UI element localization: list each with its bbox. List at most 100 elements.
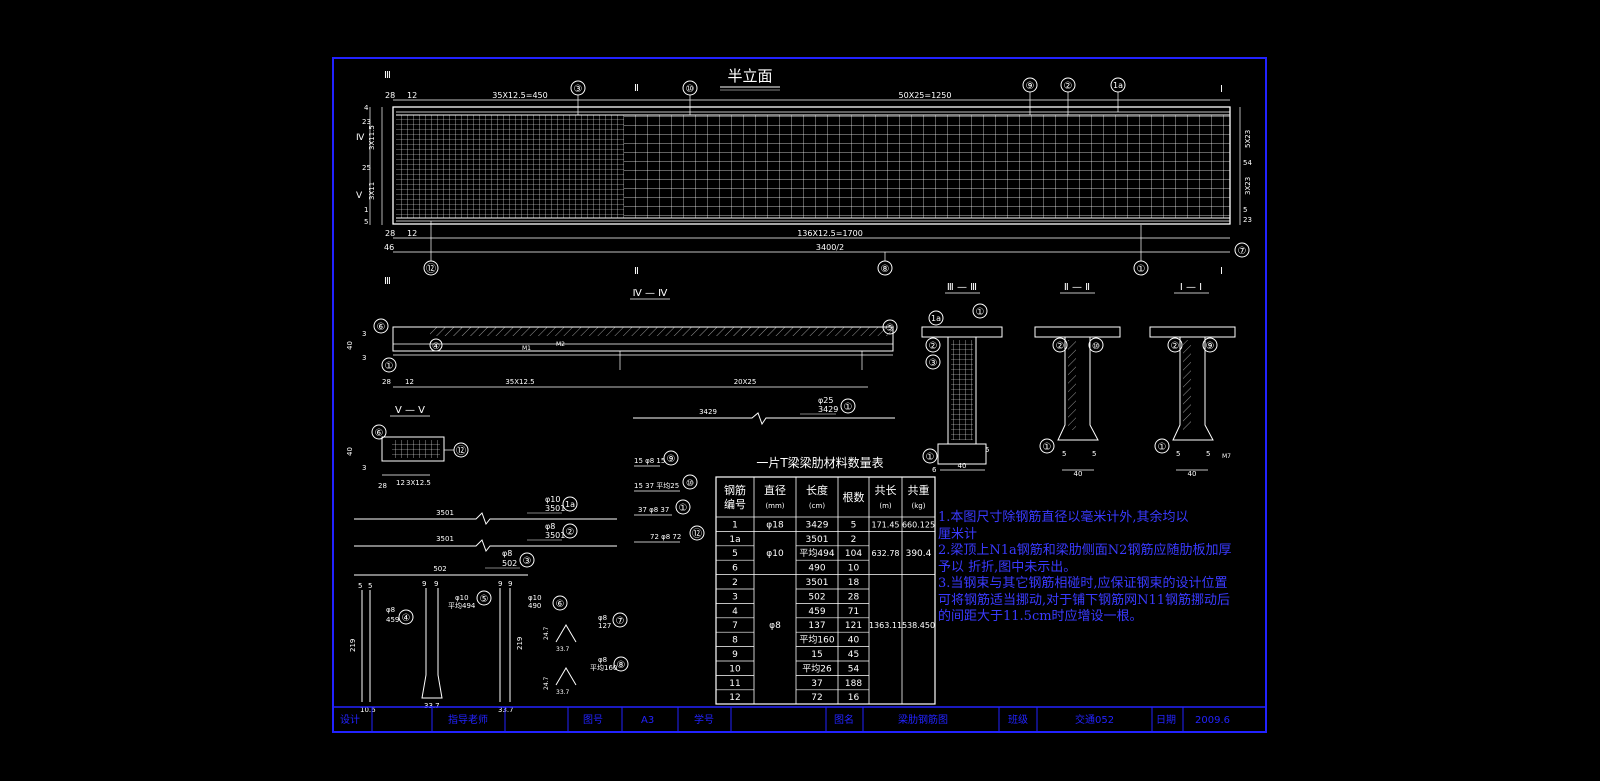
section-mark-i-bottom: Ⅰ — [1220, 266, 1223, 277]
table-cell: 1 — [732, 520, 738, 530]
svg-text:37 φ8 37: 37 φ8 37 — [638, 506, 669, 514]
svg-text:①: ① — [1043, 442, 1052, 453]
table-cell: 3501 — [806, 578, 829, 588]
svg-text:1a: 1a — [1113, 81, 1123, 90]
iv-dim-40: 40 — [346, 341, 354, 350]
v-dim-3x: 3X12.5 — [406, 479, 431, 487]
table-header-cell: 直径 — [764, 483, 786, 497]
svg-text:φ8: φ8 — [545, 522, 555, 531]
svg-text:⑥: ⑥ — [556, 599, 565, 610]
svg-text:72 φ8 72: 72 φ8 72 — [650, 533, 681, 541]
table-cell: 8 — [732, 636, 738, 646]
table-cell: 171.45 — [872, 520, 900, 529]
stirrup-detail-8: 24.7 33.7 φ8 平均160 ⑧ — [543, 656, 629, 696]
table-header-cell: (cm) — [809, 502, 825, 510]
svg-text:3429: 3429 — [699, 408, 717, 416]
table-header-cell: 根数 — [843, 490, 865, 504]
note-line: 予以 折折,图中未示出。 — [938, 559, 1077, 575]
svg-text:M7: M7 — [1222, 453, 1231, 460]
table-cell: 502 — [808, 592, 825, 602]
svg-text:①: ① — [385, 361, 394, 372]
section-mark-iv: Ⅳ — [356, 133, 365, 143]
half-elevation-title: 半立面 — [727, 67, 772, 85]
svg-text:φ10: φ10 — [528, 594, 542, 602]
svg-text:⑥: ⑥ — [375, 428, 384, 439]
note-line: 2.梁顶上N1a钢筋和梁肋侧面N2钢筋应随肋板加厚 — [938, 543, 1232, 558]
small-detail-9: 15 φ8 15 ⑨ — [634, 450, 679, 467]
svg-text:①: ① — [926, 452, 935, 463]
bubble-3: ③ — [570, 80, 586, 115]
iv-dim-20x: 20X25 — [734, 378, 757, 386]
tb-class-value: 交通052 — [1075, 713, 1114, 726]
svg-text:φ8: φ8 — [598, 614, 607, 622]
svg-text:33.7: 33.7 — [556, 646, 570, 653]
svg-text:④: ④ — [402, 613, 411, 624]
table-cell: φ10 — [766, 549, 784, 559]
table-cell: 7 — [732, 621, 738, 631]
svg-text:459: 459 — [386, 616, 399, 624]
svg-text:⑫: ⑫ — [456, 445, 466, 457]
table-cell: 45 — [848, 650, 859, 660]
iv-dim-35x: 35X12.5 — [505, 378, 534, 386]
dim-right-1: 54 — [1243, 159, 1252, 167]
dim-top-12: 12 — [407, 91, 417, 100]
note-line: 的间距大于11.5cm时应增设一根。 — [938, 609, 1143, 624]
iv-dim-3a: 3 — [362, 330, 366, 338]
tb-drawing-name-label: 图名 — [834, 713, 854, 726]
svg-text:5: 5 — [358, 582, 362, 590]
table-cell: 54 — [848, 664, 860, 674]
table-header-cell: 长度 — [806, 483, 828, 497]
section-mark-iii-bottom: Ⅲ — [384, 276, 391, 287]
table-cell: 660.125 — [902, 520, 935, 529]
table-cell: 5 — [851, 520, 857, 530]
svg-text:φ8: φ8 — [502, 549, 512, 558]
iv-label-m2: M2 — [556, 341, 565, 348]
note-line: 3.当钢束与其它钢筋相碰时,应保证钢束的设计位置 — [938, 576, 1228, 591]
dim-left-0: 4 — [364, 104, 369, 112]
iv-label-m1: M1 — [522, 345, 531, 352]
table-cell: 4 — [732, 607, 738, 617]
table-header-cell: (m) — [879, 502, 892, 510]
dim-left-5: 1 — [364, 206, 368, 214]
svg-text:40: 40 — [1188, 470, 1197, 478]
iv-dim-28: 28 — [382, 378, 391, 386]
svg-text:9: 9 — [434, 580, 438, 588]
svg-text:33.7: 33.7 — [556, 689, 570, 696]
iv-bubble-5: ⑤ — [882, 319, 898, 335]
table-cell: 12 — [729, 693, 740, 703]
svg-text:3501: 3501 — [436, 535, 454, 543]
table-cell: 28 — [848, 592, 860, 602]
svg-text:④: ④ — [432, 342, 440, 352]
svg-text:24.7: 24.7 — [543, 626, 550, 640]
svg-text:15 φ8 15: 15 φ8 15 — [634, 457, 665, 465]
svg-text:⑨: ⑨ — [1206, 341, 1215, 352]
svg-text:②: ② — [1171, 341, 1180, 352]
svg-text:5: 5 — [368, 582, 372, 590]
stirrup-detail-6: 9 9 219 33.7 φ10 490 ⑥ — [498, 580, 568, 714]
table-cell: 37 — [811, 679, 822, 689]
svg-text:219: 219 — [349, 639, 357, 652]
svg-text:①: ① — [679, 503, 688, 514]
stirrup-detail-7: 24.7 33.7 φ8 127 ⑦ — [543, 612, 628, 653]
table-cell: 2 — [851, 535, 857, 545]
table-header-cell: 共重 — [908, 483, 930, 497]
dim-top-28: 28 — [385, 91, 395, 100]
svg-text:平均160: 平均160 — [590, 663, 617, 672]
svg-text:40: 40 — [958, 462, 967, 470]
svg-text:①: ① — [1137, 264, 1146, 275]
table-header-cell: 编号 — [724, 497, 746, 511]
table-cell: 137 — [808, 621, 825, 631]
v-bubble-12: ⑫ — [444, 442, 469, 458]
section-mark-v: Ⅴ — [356, 191, 363, 201]
small-detail-12: 72 φ8 72 ⑫ — [634, 525, 705, 543]
table-cell: 71 — [848, 607, 859, 617]
svg-text:①: ① — [976, 307, 985, 318]
svg-text:平均494: 平均494 — [448, 601, 476, 610]
dim-bot-3400: 3400/2 — [816, 243, 844, 252]
table-cell: 15 — [811, 650, 822, 660]
iv-dim-3b: 3 — [362, 354, 366, 362]
svg-text:②: ② — [1064, 81, 1073, 92]
svg-text:5: 5 — [1206, 450, 1210, 458]
v-dim-28: 28 — [378, 482, 387, 490]
